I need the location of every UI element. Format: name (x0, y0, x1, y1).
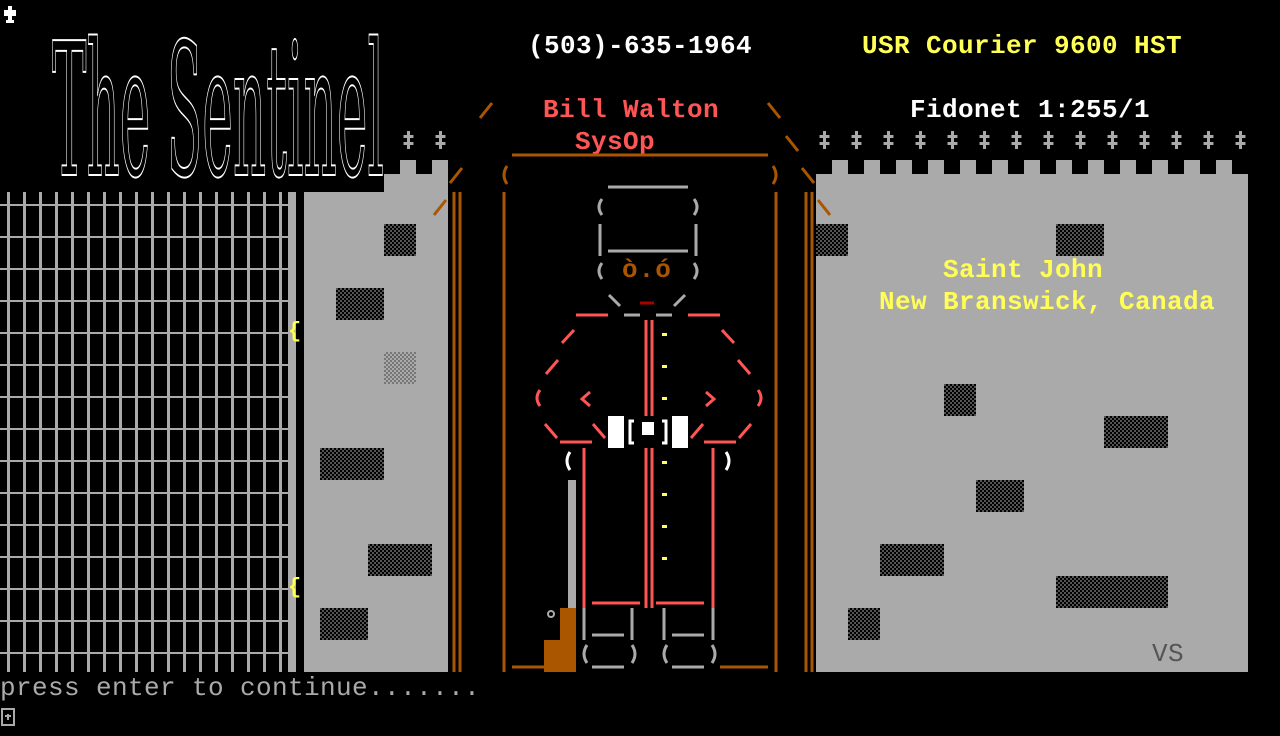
guard-buttons (662, 333, 667, 560)
wall-spike-icon (850, 131, 862, 149)
fidonet-address: Fidonet 1:255/1 (910, 95, 1151, 125)
sysop-role: SysOp (575, 127, 656, 157)
sysop-name: Bill Walton (543, 95, 720, 125)
guard-belt (565, 416, 731, 471)
stone-patch (368, 544, 432, 576)
stone-patch (384, 224, 416, 256)
wall-spike-icon (1106, 131, 1118, 149)
sentry-box-frame (432, 102, 832, 672)
right-battlements (816, 160, 1248, 174)
wall-spike-icon (978, 131, 990, 149)
wall-spike-icon (1202, 131, 1214, 149)
stone-patch (976, 480, 1024, 512)
guard-hat (597, 185, 699, 317)
guard-rifle (544, 480, 576, 672)
modem-info: USR Courier 9600 HST (862, 31, 1183, 61)
guard-face: ò.ó (622, 255, 672, 285)
stone-patch (848, 608, 880, 640)
gate-hinge-icon: { (288, 575, 302, 600)
wall-spike-icon (1138, 131, 1150, 149)
artist-signature: VS (1152, 639, 1185, 669)
stone-patch (1056, 576, 1168, 608)
stone-patch (384, 352, 416, 384)
svg-text:The Sentinel: The Sentinel (52, 3, 384, 190)
bbs-phone-number: (503)-635-1964 (528, 31, 753, 61)
left-tower-top (384, 174, 448, 192)
stone-patch (336, 288, 384, 320)
wall-spike-icon (434, 131, 446, 149)
fence-gate-post (288, 192, 296, 672)
club-icon (4, 6, 16, 23)
location-city: Saint John (943, 255, 1104, 285)
gate-hinge-icon: { (288, 319, 302, 344)
stone-patch (944, 384, 976, 416)
right-castle-wall (816, 174, 1248, 672)
wall-spike-icon (946, 131, 958, 149)
wall-spike-icon (914, 131, 926, 149)
wall-spike-icon (818, 131, 830, 149)
wall-spike-icon (1234, 131, 1246, 149)
wall-spike-icon (1170, 131, 1182, 149)
guard (535, 185, 763, 672)
stone-patch (816, 224, 848, 256)
left-castle-wall (304, 192, 448, 672)
stone-patch (1104, 416, 1168, 448)
logo-the-sentinel: The Sentinel (51, 2, 385, 190)
wall-spike-icon (1010, 131, 1022, 149)
stone-patch (320, 448, 384, 480)
cursor-icon (1, 708, 15, 726)
guard-boots (582, 608, 717, 669)
stone-patch (880, 544, 944, 576)
wall-spike-icon (1074, 131, 1086, 149)
stone-patch (1056, 224, 1104, 256)
iron-fence (0, 192, 288, 672)
wall-spike-icon (882, 131, 894, 149)
wall-spike-icon (1042, 131, 1054, 149)
continue-prompt: press enter to continue....... (0, 673, 481, 703)
stone-patch (320, 608, 368, 640)
wall-spike-icon (402, 131, 414, 149)
location-region: New Branswick, Canada (879, 287, 1216, 317)
guard-tunic (535, 313, 763, 608)
left-battlements (384, 160, 448, 174)
